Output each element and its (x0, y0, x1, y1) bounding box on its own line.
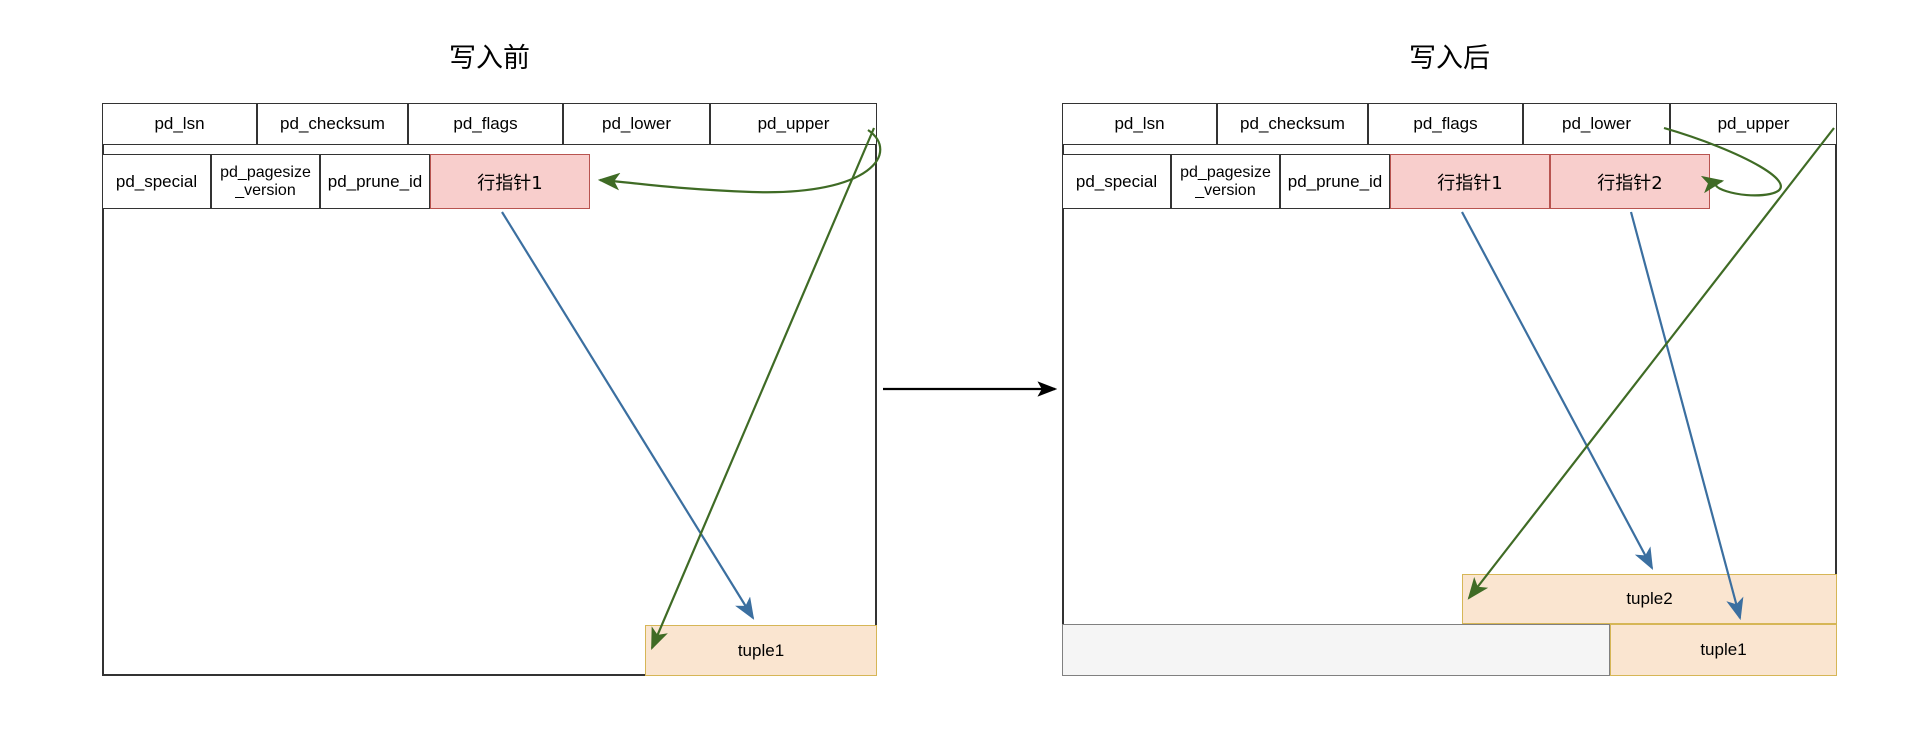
panel-title-after: 写入后 (1409, 43, 1490, 74)
tuple-1-after: tuple1 (1610, 624, 1837, 676)
header-cell-pd-lower-after: pd_lower (1523, 103, 1670, 145)
header-cell-pd-pagesize-version-after: pd_pagesize _version (1171, 154, 1280, 209)
header-cell-pd-checksum-before: pd_checksum (257, 103, 408, 145)
header-cell-pd-lsn-before: pd_lsn (102, 103, 257, 145)
line-pointer-1-after: 行指针1 (1390, 154, 1550, 209)
tuple-2-after: tuple2 (1462, 574, 1837, 624)
header-cell-pd-pagesize-version-before: pd_pagesize _version (211, 154, 320, 209)
header-cell-pd-lsn-after: pd_lsn (1062, 103, 1217, 145)
tuple-1-before: tuple1 (645, 625, 877, 676)
header-cell-pd-prune-id-after: pd_prune_id (1280, 154, 1390, 209)
line-pointer-2-after: 行指针2 (1550, 154, 1710, 209)
header-cell-pd-upper-after: pd_upper (1670, 103, 1837, 145)
line-pointer-1-before: 行指针1 (430, 154, 590, 209)
header-cell-pd-upper-before: pd_upper (710, 103, 877, 145)
header-cell-pd-checksum-after: pd_checksum (1217, 103, 1368, 145)
free-space-after (1062, 624, 1610, 676)
header-cell-pd-prune-id-before: pd_prune_id (320, 154, 430, 209)
header-cell-pd-flags-after: pd_flags (1368, 103, 1523, 145)
panel-title-before: 写入前 (449, 43, 530, 74)
header-cell-pd-special-before: pd_special (102, 154, 211, 209)
header-cell-pd-lower-before: pd_lower (563, 103, 710, 145)
header-cell-pd-special-after: pd_special (1062, 154, 1171, 209)
header-cell-pd-flags-before: pd_flags (408, 103, 563, 145)
